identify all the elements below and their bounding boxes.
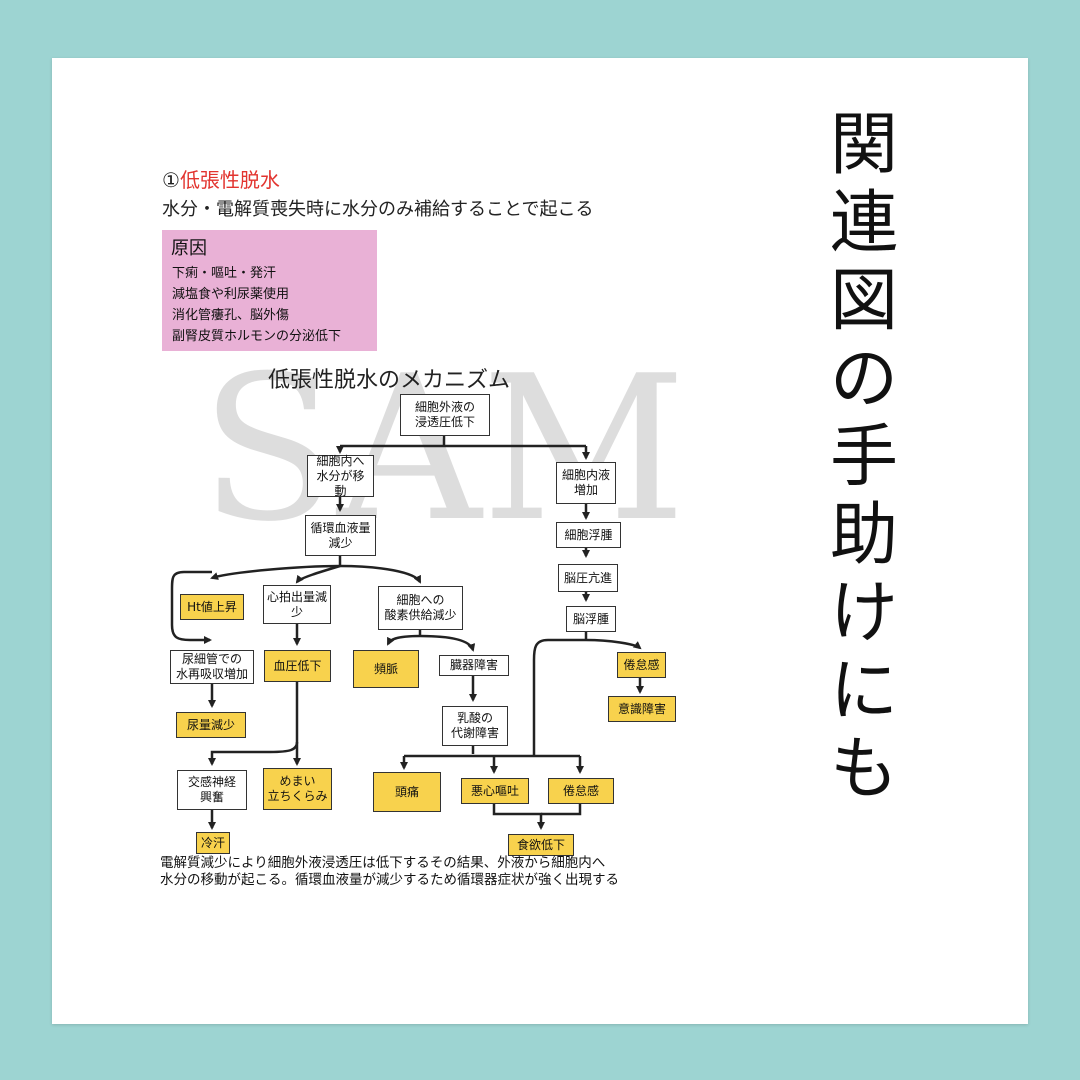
cause-list: 下痢・嘔吐・発汗 減塩食や利尿薬使用 消化管瘻孔、脳外傷 副腎皮質ホルモンの分泌… — [172, 263, 341, 347]
connector — [170, 570, 212, 644]
connector — [339, 564, 422, 584]
node-ecf-osmolality-down: 細胞外液の 浸透圧低下 — [400, 394, 490, 436]
section-description: 水分・電解質喪失時に水分のみ補給することで起こる — [162, 199, 594, 220]
node-cell-edema: 細胞浮腫 — [556, 522, 621, 548]
mechanism-explanation: 電解質減少により細胞外液浸透圧は低下するその結果、外液から細胞内へ 水分の移動が… — [160, 855, 720, 889]
node-fatigue-2: 倦怠感 — [548, 778, 614, 804]
connector — [541, 804, 582, 816]
connector — [419, 634, 476, 652]
cause-box: 原因 下痢・嘔吐・発汗 減塩食や利尿薬使用 消化管瘻孔、脳外傷 副腎皮質ホルモン… — [162, 230, 377, 351]
connector — [210, 564, 341, 580]
node-headache: 頭痛 — [373, 772, 441, 812]
cause-title: 原因 — [171, 238, 207, 259]
node-water-into-cell: 細胞内へ 水分が移動 — [307, 454, 374, 498]
node-appetite-loss: 食欲低下 — [508, 834, 574, 856]
connector — [532, 638, 586, 756]
node-nausea-vomiting: 悪心嘔吐 — [461, 778, 529, 804]
vertical-title-char: の — [829, 340, 898, 419]
node-icf-increase: 細胞内液 増加 — [556, 462, 616, 504]
node-fatigue-1: 倦怠感 — [617, 652, 666, 678]
node-cardiac-output-down: 心拍出量減 少 — [263, 585, 331, 624]
vertical-title: 関 連 図 の 手 助 け に も — [824, 112, 904, 814]
explanation-line: 水分の移動が起こる。循環血液量が減少するため循環器症状が強く出現する — [160, 872, 619, 888]
content-card — [52, 58, 1028, 1024]
node-tubular-reabsorption-up: 尿細管での 水再吸収増加 — [170, 650, 254, 684]
connector — [585, 638, 642, 650]
vertical-title-char: 関 — [829, 106, 898, 185]
node-cold-sweat: 冷汗 — [196, 832, 230, 854]
vertical-title-char: 図 — [829, 262, 898, 341]
node-icp-rise: 脳圧亢進 — [558, 564, 618, 592]
node-dizziness: めまい 立ちくらみ — [263, 768, 332, 810]
node-organ-damage: 臓器障害 — [439, 655, 509, 676]
heading-title: 低張性脱水 — [179, 168, 280, 192]
vertical-title-char: に — [829, 652, 898, 731]
connector — [386, 634, 421, 646]
node-tachycardia: 頻脈 — [353, 650, 419, 688]
vertical-title-char: 助 — [829, 496, 898, 575]
node-ht-rise: Ht値上昇 — [180, 594, 244, 620]
node-lactate-metabolism: 乳酸の 代謝障害 — [442, 706, 508, 746]
cause-item: 下痢・嘔吐・発汗 — [172, 266, 277, 281]
node-brain-edema: 脳浮腫 — [566, 606, 616, 632]
vertical-title-char: け — [829, 574, 898, 653]
vertical-title-char: も — [829, 730, 898, 809]
connector — [492, 804, 545, 830]
connector — [295, 564, 341, 584]
node-sympathetic-excitation: 交感神経 興奮 — [177, 770, 247, 810]
node-bp-down: 血圧低下 — [264, 650, 331, 682]
mechanism-title: 低張性脱水のメカニズム — [268, 368, 511, 393]
node-circulating-volume-down: 循環血液量 減少 — [305, 515, 376, 556]
vertical-title-char: 連 — [829, 184, 898, 263]
vertical-title-char: 手 — [829, 418, 898, 497]
explanation-line: 電解質減少により細胞外液浸透圧は低下するその結果、外液から細胞内へ — [160, 855, 606, 871]
heading-number: ① — [162, 168, 180, 192]
node-consciousness-disorder: 意識障害 — [608, 696, 676, 722]
node-o2-supply-down: 細胞への 酸素供給減少 — [378, 586, 463, 630]
cause-item: 減塩食や利尿薬使用 — [172, 287, 290, 302]
section-heading: ①低張性脱水 — [162, 164, 280, 193]
cause-item: 副腎皮質ホルモンの分泌低下 — [172, 329, 342, 344]
node-urine-output-down: 尿量減少 — [176, 712, 246, 738]
cause-item: 消化管瘻孔、脳外傷 — [172, 308, 290, 323]
